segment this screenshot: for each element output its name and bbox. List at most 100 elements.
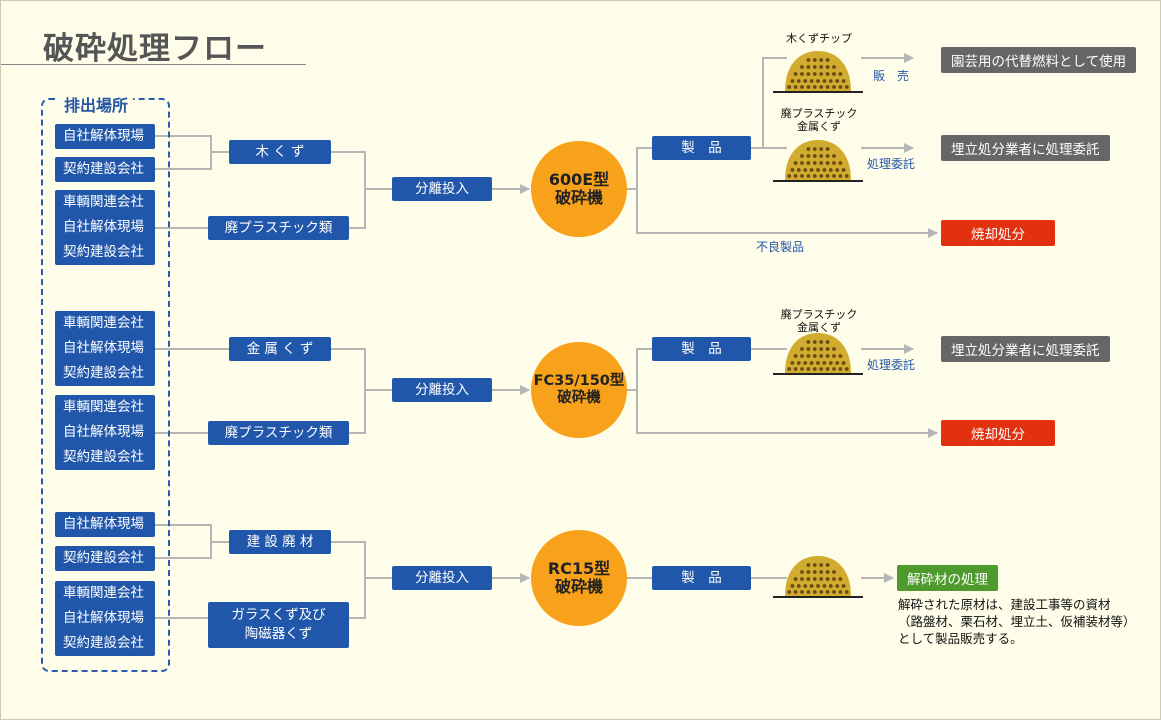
pile-dot <box>825 570 830 574</box>
site-label: 車輌関連会社 <box>63 585 144 601</box>
edge-label-defect: 不良製品 <box>756 240 805 254</box>
note-line: 解砕された原材は、建設工事等の資材 <box>898 597 1111 612</box>
pile-dot <box>793 174 798 178</box>
pile-dot <box>809 361 814 365</box>
pile-dot <box>844 85 849 89</box>
pile-dot <box>825 174 830 178</box>
pile-dot <box>800 367 804 371</box>
site-box-1: 自社解体現場 <box>55 124 155 149</box>
edge-label-consign-2: 処理委託 <box>867 358 916 372</box>
pile-dot <box>812 72 817 76</box>
pile-dot <box>838 367 843 371</box>
pile-dot <box>800 85 804 89</box>
pile-dot <box>806 590 811 594</box>
material-construction: 建 設 廃 材 <box>229 530 331 554</box>
pile-dot <box>787 367 792 371</box>
crusher-model: FC35/150型 <box>533 373 625 390</box>
pile-dot <box>819 367 824 371</box>
separation-box-2: 分離投入 <box>392 378 492 402</box>
material-glass-ceramic: ガラスくず及び 陶磁器くず <box>208 602 349 648</box>
pile-dot <box>838 85 843 89</box>
pile-dot <box>812 577 817 581</box>
output-landfill-1: 埋立処分業者に処理委託 <box>941 135 1110 161</box>
product-label-line: 金属くず <box>797 321 841 335</box>
pile-dot <box>803 361 808 365</box>
site-label: 車輌関連会社 <box>63 194 144 210</box>
page-title: 破砕処理フロー <box>43 31 267 67</box>
pile-dot <box>822 584 827 588</box>
pile-dot <box>819 58 824 62</box>
product-pile-icon <box>773 556 863 598</box>
site-label: 契約建設会社 <box>63 365 144 381</box>
pile-dot <box>832 590 836 594</box>
pile-dot <box>809 584 814 588</box>
pile-dot <box>844 174 849 178</box>
pile-dot <box>819 65 824 69</box>
pile-dot <box>844 590 849 594</box>
pile-dot <box>816 361 820 365</box>
separation-box-1: 分離投入 <box>392 177 492 201</box>
pile-dot <box>822 168 827 172</box>
pile-dot <box>832 367 836 371</box>
pile-dot <box>819 147 824 151</box>
pile-dot <box>816 79 820 83</box>
pile-dot <box>828 361 833 365</box>
pile-dot <box>832 161 836 165</box>
output-landfill-2: 埋立処分業者に処理委託 <box>941 336 1110 362</box>
site-label: 車輌関連会社 <box>63 315 144 331</box>
pile-dot <box>800 354 804 358</box>
pile-dot <box>800 72 804 76</box>
pile-dot <box>806 367 811 371</box>
pile-dot <box>828 168 833 172</box>
site-box-4: 車輌関連会社 自社解体現場 契約建設会社 <box>55 311 155 386</box>
pile-dot <box>787 174 792 178</box>
pile-mound <box>785 51 851 91</box>
pile-dot <box>825 347 830 351</box>
pile-dot <box>832 85 836 89</box>
pile-dot <box>838 354 843 358</box>
pile-dot <box>796 584 801 588</box>
site-label: 自社解体現場 <box>63 424 144 440</box>
pile-dot <box>816 584 820 588</box>
pile-dot <box>806 85 811 89</box>
pile-dot <box>806 563 811 567</box>
pile-dot <box>819 72 824 76</box>
pile-dot <box>793 577 798 581</box>
title-underline <box>1 64 306 65</box>
site-label: 契約建設会社 <box>63 635 144 651</box>
pile-dot <box>812 154 817 158</box>
pile-dot <box>812 590 817 594</box>
product-pile-icon <box>773 51 863 93</box>
pile-dot <box>803 79 808 83</box>
crusher-600e: 600E型 破砕機 <box>531 141 627 237</box>
pile-dot <box>844 367 849 371</box>
site-label: 自社解体現場 <box>63 128 144 144</box>
edge-label-consign-1: 処理委託 <box>867 157 916 171</box>
pile-dot <box>832 570 836 574</box>
pile-dot <box>819 85 824 89</box>
pile-dot <box>825 65 830 69</box>
pile-dot <box>819 340 824 344</box>
pile-mound <box>785 333 851 373</box>
pile-dot <box>832 174 836 178</box>
pile-dot <box>800 347 804 351</box>
pile-dot <box>819 354 824 358</box>
pile-dot <box>793 161 798 165</box>
product-label-line: 廃プラスチック <box>780 107 858 120</box>
site-box-3: 車輌関連会社 自社解体現場 契約建設会社 <box>55 190 155 265</box>
output-incinerate-2: 焼却処分 <box>941 420 1055 446</box>
crusher-model: 600E型 <box>548 169 610 189</box>
separation-box-3: 分離投入 <box>392 566 492 590</box>
pile-dot <box>819 563 824 567</box>
pile-dot <box>803 584 808 588</box>
pile-dot <box>806 354 811 358</box>
note-line: として製品販売する。 <box>898 630 1023 646</box>
pile-dot <box>800 570 804 574</box>
pile-dot <box>841 168 846 172</box>
pile-dot <box>819 154 824 158</box>
pile-dot <box>825 58 830 62</box>
material-plastic-2: 廃プラスチック類 <box>208 421 349 445</box>
pile-dot <box>841 361 846 365</box>
pile-dot <box>812 65 817 69</box>
